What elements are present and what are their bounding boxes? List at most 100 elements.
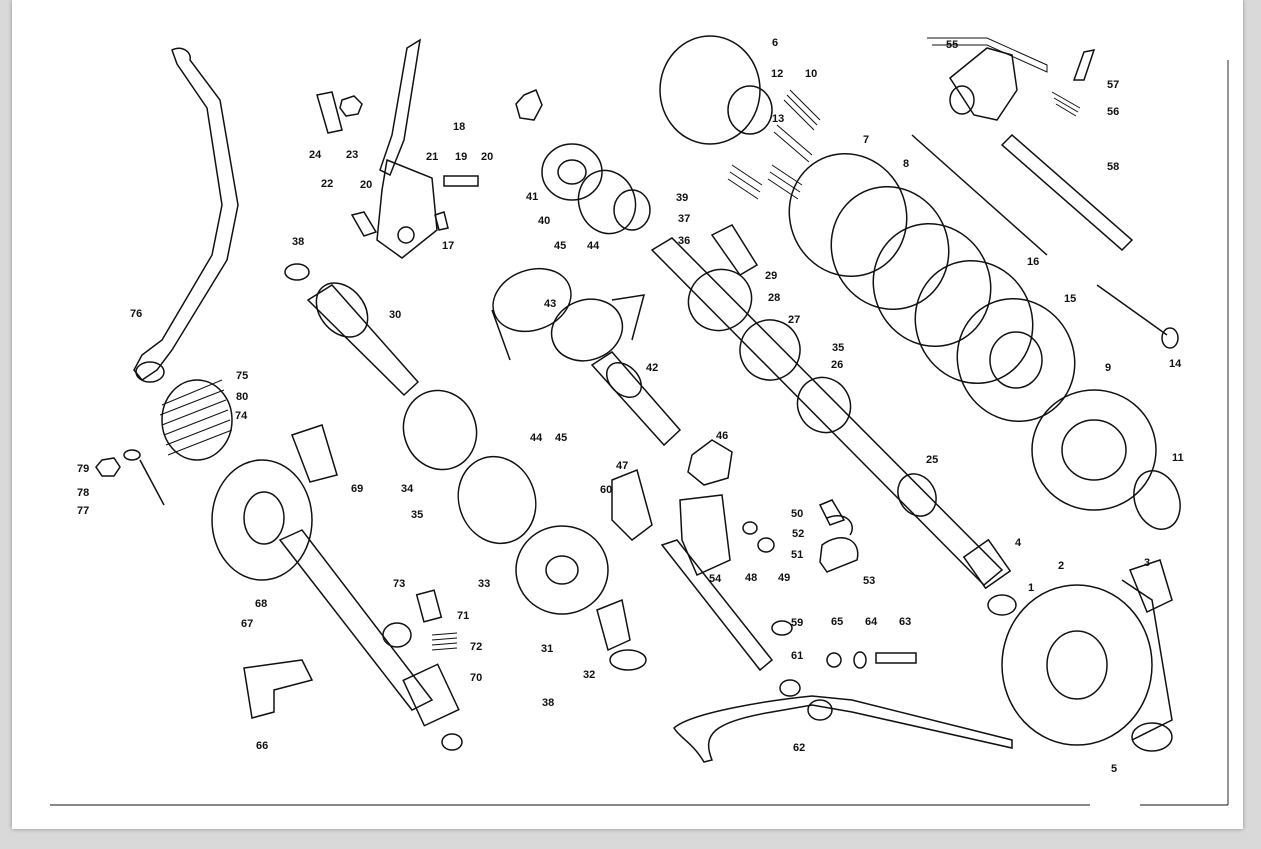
part-label-22: 22	[321, 178, 334, 190]
part-label-66: 66	[256, 740, 269, 752]
part-label-37: 37	[678, 213, 691, 225]
part-label-3: 3	[1144, 557, 1151, 569]
part-label-47: 47	[616, 460, 629, 472]
part-label-18: 18	[453, 121, 466, 133]
part-label-57: 57	[1107, 79, 1120, 91]
part-label-42: 42	[646, 362, 659, 374]
part-label-4: 4	[1015, 537, 1022, 549]
part-label-49: 49	[778, 572, 791, 584]
part-label-39: 39	[676, 192, 689, 204]
part-label-5: 5	[1111, 763, 1118, 775]
part-label-30: 30	[389, 309, 402, 321]
part-label-78: 78	[77, 487, 90, 499]
part-label-2: 2	[1058, 560, 1065, 572]
part-label-75: 75	[236, 370, 249, 382]
gearbox-sprocket	[515, 89, 759, 276]
part-label-76: 76	[130, 308, 143, 320]
part-label-33: 33	[478, 578, 491, 590]
part-label-26: 26	[831, 359, 844, 371]
part-label-27: 27	[788, 314, 801, 326]
clutch-sprocket	[659, 35, 773, 145]
part-label-51: 51	[791, 549, 804, 561]
part-label-45b: 45	[555, 432, 568, 444]
clutch-pressure-plate	[1031, 389, 1181, 530]
part-label-70: 70	[470, 672, 483, 684]
small-fasteners	[742, 499, 917, 697]
clutch-operating-lever	[927, 37, 1096, 121]
part-label-19: 19	[455, 151, 468, 163]
part-label-20a: 20	[481, 151, 494, 163]
part-label-61: 61	[791, 650, 804, 662]
part-label-35b: 35	[832, 342, 845, 354]
bolts-and-pins	[316, 91, 479, 237]
part-label-13: 13	[772, 113, 785, 125]
part-label-58: 58	[1107, 161, 1120, 173]
camplate-and-quadrant	[611, 439, 774, 672]
part-label-44a: 44	[587, 240, 600, 252]
part-label-14: 14	[1169, 358, 1182, 370]
part-label-36: 36	[678, 235, 691, 247]
part-label-69: 69	[351, 483, 364, 495]
part-label-29: 29	[765, 270, 778, 282]
part-label-38a: 38	[292, 236, 305, 248]
part-label-60: 60	[600, 484, 613, 496]
part-label-79: 79	[77, 463, 90, 475]
part-label-71: 71	[457, 610, 470, 622]
exploded-gearbox-diagram	[50, 35, 1229, 806]
part-label-55: 55	[946, 39, 959, 51]
part-label-43: 43	[544, 298, 557, 310]
part-label-40: 40	[538, 215, 551, 227]
part-label-50: 50	[791, 508, 804, 520]
part-label-31: 31	[541, 643, 554, 655]
return-spring	[159, 379, 233, 461]
part-label-48: 48	[745, 572, 758, 584]
part-label-72: 72	[470, 641, 483, 653]
part-label-9: 9	[1105, 362, 1112, 374]
clutch-springs	[727, 89, 821, 200]
part-label-6: 6	[772, 37, 779, 49]
part-label-23: 23	[346, 149, 359, 161]
part-label-45a: 45	[554, 240, 567, 252]
part-label-52: 52	[792, 528, 805, 540]
clutch-plates	[788, 152, 1076, 423]
selector-camshaft	[590, 351, 682, 447]
part-label-63: 63	[899, 616, 912, 628]
selector-forks	[491, 267, 646, 362]
part-label-67: 67	[241, 618, 254, 630]
part-label-59: 59	[791, 617, 804, 629]
part-label-68: 68	[255, 598, 268, 610]
part-label-28: 28	[768, 292, 781, 304]
stud-and-nut	[95, 449, 165, 506]
clutch-housing	[1001, 559, 1173, 752]
part-label-73: 73	[393, 578, 406, 590]
part-label-44b: 44	[530, 432, 543, 444]
part-label-34: 34	[401, 483, 414, 495]
clutch-thrust-rod	[911, 133, 1179, 349]
part-label-24: 24	[309, 149, 322, 161]
part-label-15: 15	[1064, 293, 1077, 305]
kickstart-parts	[243, 424, 458, 719]
part-label-53: 53	[863, 575, 876, 587]
part-label-41: 41	[526, 191, 539, 203]
diagram-page: 1 2 3 4 5 6 7 8 9 10 11 12 13 14 15 16 1…	[12, 0, 1243, 829]
part-label-25: 25	[926, 454, 939, 466]
layshaft-gears	[402, 389, 647, 671]
part-label-12: 12	[771, 68, 784, 80]
part-label-62: 62	[793, 742, 806, 754]
part-label-21: 21	[426, 151, 439, 163]
part-label-38b: 38	[542, 697, 555, 709]
part-label-74: 74	[235, 410, 248, 422]
part-label-35a: 35	[411, 509, 424, 521]
part-label-1: 1	[1028, 582, 1035, 594]
part-label-80: 80	[236, 391, 249, 403]
layshaft-gear-cluster	[284, 263, 420, 397]
part-label-46: 46	[716, 430, 729, 442]
part-label-32: 32	[583, 669, 596, 681]
part-label-10: 10	[805, 68, 818, 80]
part-label-8: 8	[903, 158, 910, 170]
part-label-65: 65	[831, 616, 844, 628]
part-label-20b: 20	[360, 179, 373, 191]
part-label-54: 54	[709, 573, 722, 585]
mainshaft	[650, 237, 1017, 616]
kickstart-shaft	[211, 459, 463, 751]
